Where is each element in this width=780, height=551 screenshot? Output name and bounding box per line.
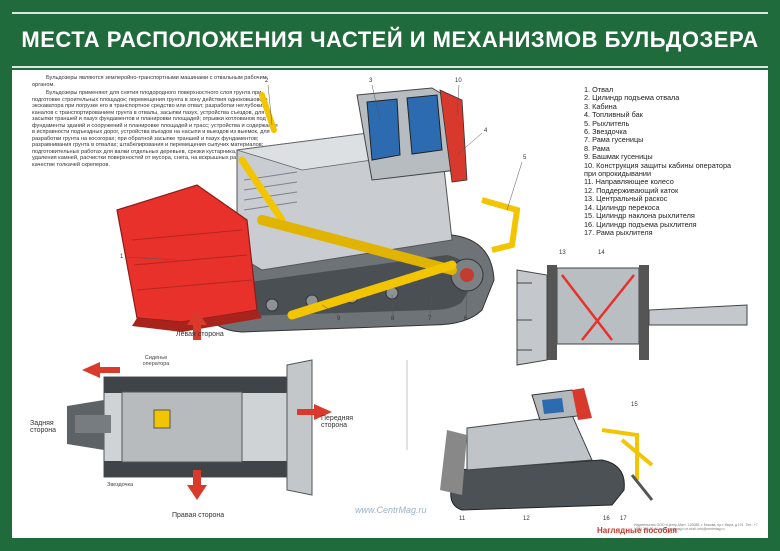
direction-arrows [82, 310, 332, 500]
part-number: 10 [455, 78, 462, 84]
bulldozer-illustrations [67, 84, 748, 511]
part-number: 13 [559, 250, 566, 256]
part-number: 14 [598, 250, 605, 256]
legend-item: 5. Рыхлитель [584, 118, 630, 128]
left-side-label: Левая сторона [176, 331, 224, 338]
legend-item: 9. Башмак гусеницы [584, 152, 653, 162]
part-number: 17 [620, 516, 627, 522]
legend-item: 15. Цилиндр наклона рыхлителя [584, 211, 695, 221]
watermark: www.CentrMag.ru [355, 505, 427, 515]
part-number: 1 [120, 254, 124, 260]
part-number: 12 [523, 516, 530, 522]
legend-item: 6. Звездочка [584, 127, 627, 137]
part-number: 11 [459, 516, 466, 522]
arrow-down-icon [187, 470, 207, 500]
title-bar: МЕСТА РАСПОЛОЖЕНИЯ ЧАСТЕЙ И МЕХАНИЗМОВ Б… [12, 12, 768, 68]
operator-seat-label: Сиденье оператора [142, 355, 170, 367]
right-side-label: Правая сторона [172, 512, 225, 519]
legend-item: 11. Направляющее колесо [584, 177, 674, 187]
legend-item: 2. Цилиндр подъема отвала [584, 93, 680, 103]
rear-side-label: Задняя сторона [30, 420, 57, 434]
legend-item: 3. Кабина [584, 101, 617, 111]
intro-paragraph-1: Бульдозеры являются землеройно-транспорт… [32, 75, 267, 88]
top-view-drawing [406, 265, 748, 450]
part-number: 16 [603, 516, 610, 522]
part-number: 8 [391, 316, 395, 322]
legend-item: 12. Поддерживающий каток [584, 185, 679, 195]
intro-paragraph-2: Бульдозеры применяют для снятия плодород… [32, 90, 279, 168]
legend-item: 8. Рама [584, 143, 610, 153]
part-number: 7 [428, 316, 432, 322]
page-title: МЕСТА РАСПОЛОЖЕНИЯ ЧАСТЕЙ И МЕХАНИЗМОВ Б… [21, 27, 759, 52]
legend-item: 16. Цилиндр подъема рыхлителя [584, 219, 697, 229]
poster-content: Бульдозеры являются землеройно-транспорт… [12, 70, 768, 538]
main-bulldozer-drawing [116, 87, 521, 333]
part-number: 15 [631, 402, 638, 408]
leader-lines [126, 84, 523, 316]
part-number: 6 [464, 316, 468, 322]
legend-item: 1. Отвал [584, 85, 614, 94]
sprocket-label: Звездочка [107, 482, 134, 488]
legend-item: 10. Конструкция защиты кабины оператора [584, 160, 732, 170]
legend-item: 13. Центральный раскос [584, 194, 668, 204]
part-number: 9 [337, 316, 341, 322]
part-number: 3 [369, 78, 373, 84]
front-side-label: Передняя сторона [321, 415, 354, 429]
arrow-left-icon [82, 362, 120, 378]
intro-text: Бульдозеры являются землеройно-транспорт… [32, 75, 282, 170]
footer-text: Издательство ООО «Центр-Маг». 129085, г.… [634, 523, 758, 532]
parts-legend: 1. Отвал 2. Цилиндр подъема отвала 3. Ка… [584, 85, 759, 237]
part-number: 5 [523, 155, 527, 161]
legend-item: при опрокидывании [584, 169, 652, 179]
side-view-drawing [440, 388, 654, 511]
top-schematic-drawing [67, 359, 313, 496]
legend-item: 4. Топливный бак [584, 110, 643, 120]
part-number: 2 [265, 78, 269, 84]
publisher-logo: Наглядные пособия [597, 526, 677, 535]
part-number: 4 [484, 128, 488, 134]
arrow-right-icon [297, 404, 332, 420]
legend-item: 14. Цилиндр перекоса [584, 202, 660, 212]
legend-item: 17. Рама рыхлителя [584, 227, 653, 237]
legend-item: 7. Рама гусеницы [584, 135, 644, 145]
arrow-up-icon [187, 310, 207, 340]
